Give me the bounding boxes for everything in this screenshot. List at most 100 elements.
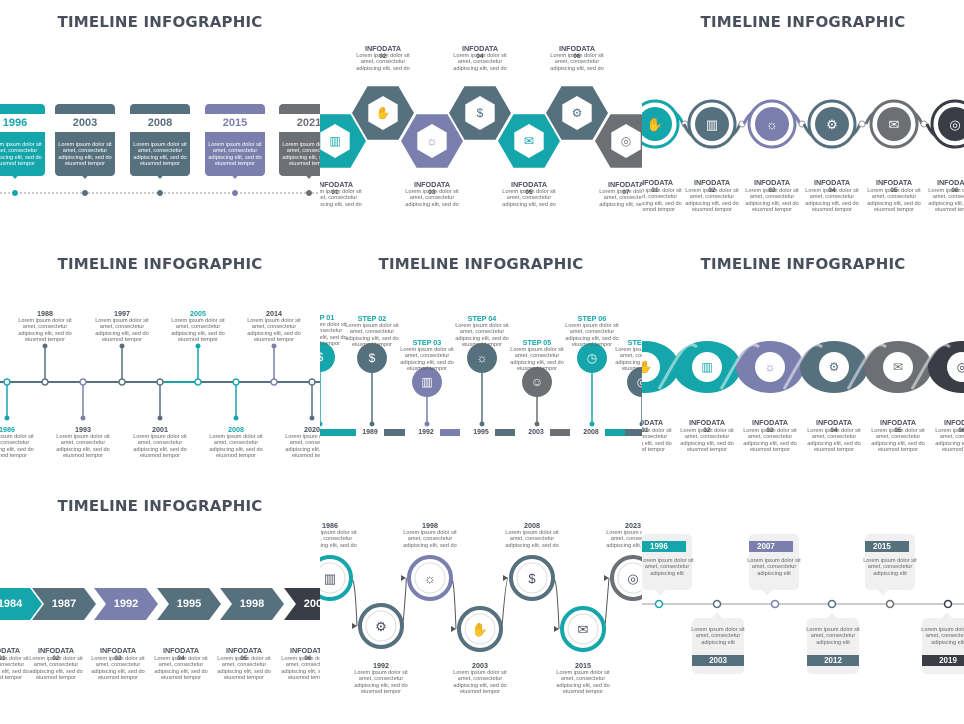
year-label: 1998 bbox=[239, 598, 265, 610]
info-label: INFODATA bbox=[815, 418, 853, 427]
info-number: 04 bbox=[828, 187, 836, 194]
stem-dot bbox=[4, 415, 10, 421]
axis-node bbox=[232, 378, 240, 386]
axis-node bbox=[943, 599, 953, 609]
year-label: 1993 bbox=[75, 425, 91, 434]
panel-hexagons: ▥INFODATA01Lorem ipsum dolor sit amet, c… bbox=[320, 0, 642, 240]
year-label: 2014 bbox=[266, 309, 282, 318]
arrows-graphic bbox=[0, 588, 320, 620]
step-label: STEP 02 bbox=[357, 314, 387, 323]
arrow-head bbox=[451, 626, 456, 632]
step-text: Lorem ipsum dolor sit amet, consectetur … bbox=[510, 347, 564, 372]
info-text: Lorem ipsum dolor sit amet, consectetur … bbox=[502, 189, 556, 208]
info-number: 05 bbox=[894, 427, 902, 434]
card-year-bar bbox=[865, 541, 909, 552]
card-text: Lorem ipsum dolor sit amet, consectetur … bbox=[747, 558, 801, 577]
target-icon: ◎ bbox=[956, 360, 964, 374]
info-text: Lorem ipsum dolor sit amet, consectetur … bbox=[405, 189, 459, 208]
year-label: 2005 bbox=[190, 309, 206, 318]
step-text: Lorem ipsum dolor sit amet, consectetur … bbox=[345, 323, 399, 348]
card-text: Lorem ipsum dolor sit amet, consectetur … bbox=[863, 558, 917, 577]
panel-title: TIMELINE INFOGRAPHIC bbox=[378, 255, 584, 273]
step-dot bbox=[589, 421, 595, 427]
info-text: Lorem ipsum dolor sit amet, consectetur … bbox=[867, 188, 921, 213]
year-label: 2003 bbox=[528, 429, 544, 436]
inner-hexagon bbox=[465, 96, 495, 130]
panel-circle-chain: TIMELINE INFOGRAPHIC ✋INFODATA01Lorem ip… bbox=[642, 0, 964, 240]
info-number: 05 bbox=[890, 187, 898, 194]
year-label: 2012 bbox=[824, 656, 842, 665]
info-label: INFODATA bbox=[461, 44, 499, 53]
progress-segment bbox=[625, 429, 642, 436]
year-label: 1995 bbox=[473, 429, 489, 436]
year-label: 1998 bbox=[422, 521, 438, 530]
year-label: 2023 bbox=[625, 521, 641, 530]
stem-dot bbox=[271, 343, 277, 349]
year-text: Lorem ipsum dolor sit amet, consectetur … bbox=[56, 434, 110, 459]
year-label: 2003 bbox=[709, 656, 727, 665]
info-number: 03 bbox=[428, 189, 436, 196]
info-label: INFODATA bbox=[99, 646, 137, 655]
bulb-icon: ☼ bbox=[766, 116, 778, 132]
info-label: INFODATA bbox=[37, 646, 75, 655]
info-label: INFODATA bbox=[751, 418, 789, 427]
arrow-head bbox=[352, 623, 357, 629]
connector-arrow bbox=[451, 579, 457, 630]
info-number: 02 bbox=[703, 427, 711, 434]
arrow-chevron bbox=[284, 588, 320, 620]
money-hand-icon: $ bbox=[320, 350, 330, 364]
card-pointer bbox=[827, 612, 837, 618]
year-label: 2020 bbox=[304, 425, 320, 434]
people-icon: ☺ bbox=[530, 375, 544, 389]
step-dot bbox=[424, 421, 430, 427]
chain-disc bbox=[938, 107, 964, 141]
head-gear-icon: ⚙ bbox=[375, 618, 387, 634]
axis-node bbox=[827, 599, 837, 609]
info-text: Lorem ipsum dolor sit amet, consectetur … bbox=[217, 656, 271, 681]
inner-hexagon bbox=[562, 96, 592, 130]
year-label: 2003 bbox=[55, 114, 115, 132]
card-pointer bbox=[762, 590, 772, 596]
axis-node bbox=[194, 378, 202, 386]
zigzag-graphic bbox=[320, 555, 642, 652]
year-label: 2008 bbox=[583, 429, 599, 436]
card-pointer bbox=[9, 172, 21, 179]
card-pointer bbox=[303, 172, 315, 179]
ribbon-disc bbox=[642, 352, 660, 382]
target-icon: ◎ bbox=[636, 375, 642, 389]
year-label: 1992 bbox=[113, 598, 139, 610]
progress-segment bbox=[320, 429, 360, 436]
info-text: Lorem ipsum dolor sit amet, consectetur … bbox=[685, 188, 739, 213]
circle-chain-graphic bbox=[642, 99, 964, 149]
node-inner bbox=[414, 562, 446, 594]
info-label: INFODATA bbox=[693, 178, 731, 187]
step-text: Lorem ipsum dolor sit amet, consectetur … bbox=[565, 323, 619, 348]
info-number: 04 bbox=[830, 427, 838, 434]
step-label: STEP 04 bbox=[467, 314, 497, 323]
info-label: INFODATA bbox=[875, 178, 913, 187]
arrow-head bbox=[401, 575, 406, 581]
card-pointer bbox=[878, 590, 888, 596]
info-text: Lorem ipsum dolor sit amet, consectetur … bbox=[550, 53, 604, 72]
handshake-icon: ✋ bbox=[642, 360, 653, 374]
panel-title: TIMELINE INFOGRAPHIC bbox=[700, 13, 906, 31]
year-label: 2021 bbox=[279, 114, 320, 132]
node-inner bbox=[516, 562, 548, 594]
info-number: 01 bbox=[0, 655, 6, 662]
year-label: 1987 bbox=[51, 598, 77, 610]
info-text: Lorem ipsum dolor sit amet, consectetur … bbox=[642, 428, 672, 453]
year-label: 2008 bbox=[130, 114, 190, 132]
ribbon-disc bbox=[692, 352, 722, 382]
year-label: 2003 bbox=[472, 661, 488, 670]
info-text: Lorem ipsum dolor sit amet, consectetur … bbox=[642, 188, 682, 213]
info-text: Lorem ipsum dolor sit amet, consectetur … bbox=[928, 188, 964, 213]
arrow-chevron bbox=[94, 588, 158, 620]
step-label: STEP 01 bbox=[320, 313, 335, 322]
info-text: Lorem ipsum dolor sit amet, consectetur … bbox=[807, 428, 861, 453]
panel-zigzag: ▥⚙☼✋$✉◎1986Lorem ipsum dolor sit amet, c… bbox=[320, 484, 642, 724]
steps-graphic bbox=[320, 342, 642, 438]
info-label: INFODATA bbox=[879, 418, 917, 427]
line-timeline-graphic bbox=[0, 343, 320, 421]
